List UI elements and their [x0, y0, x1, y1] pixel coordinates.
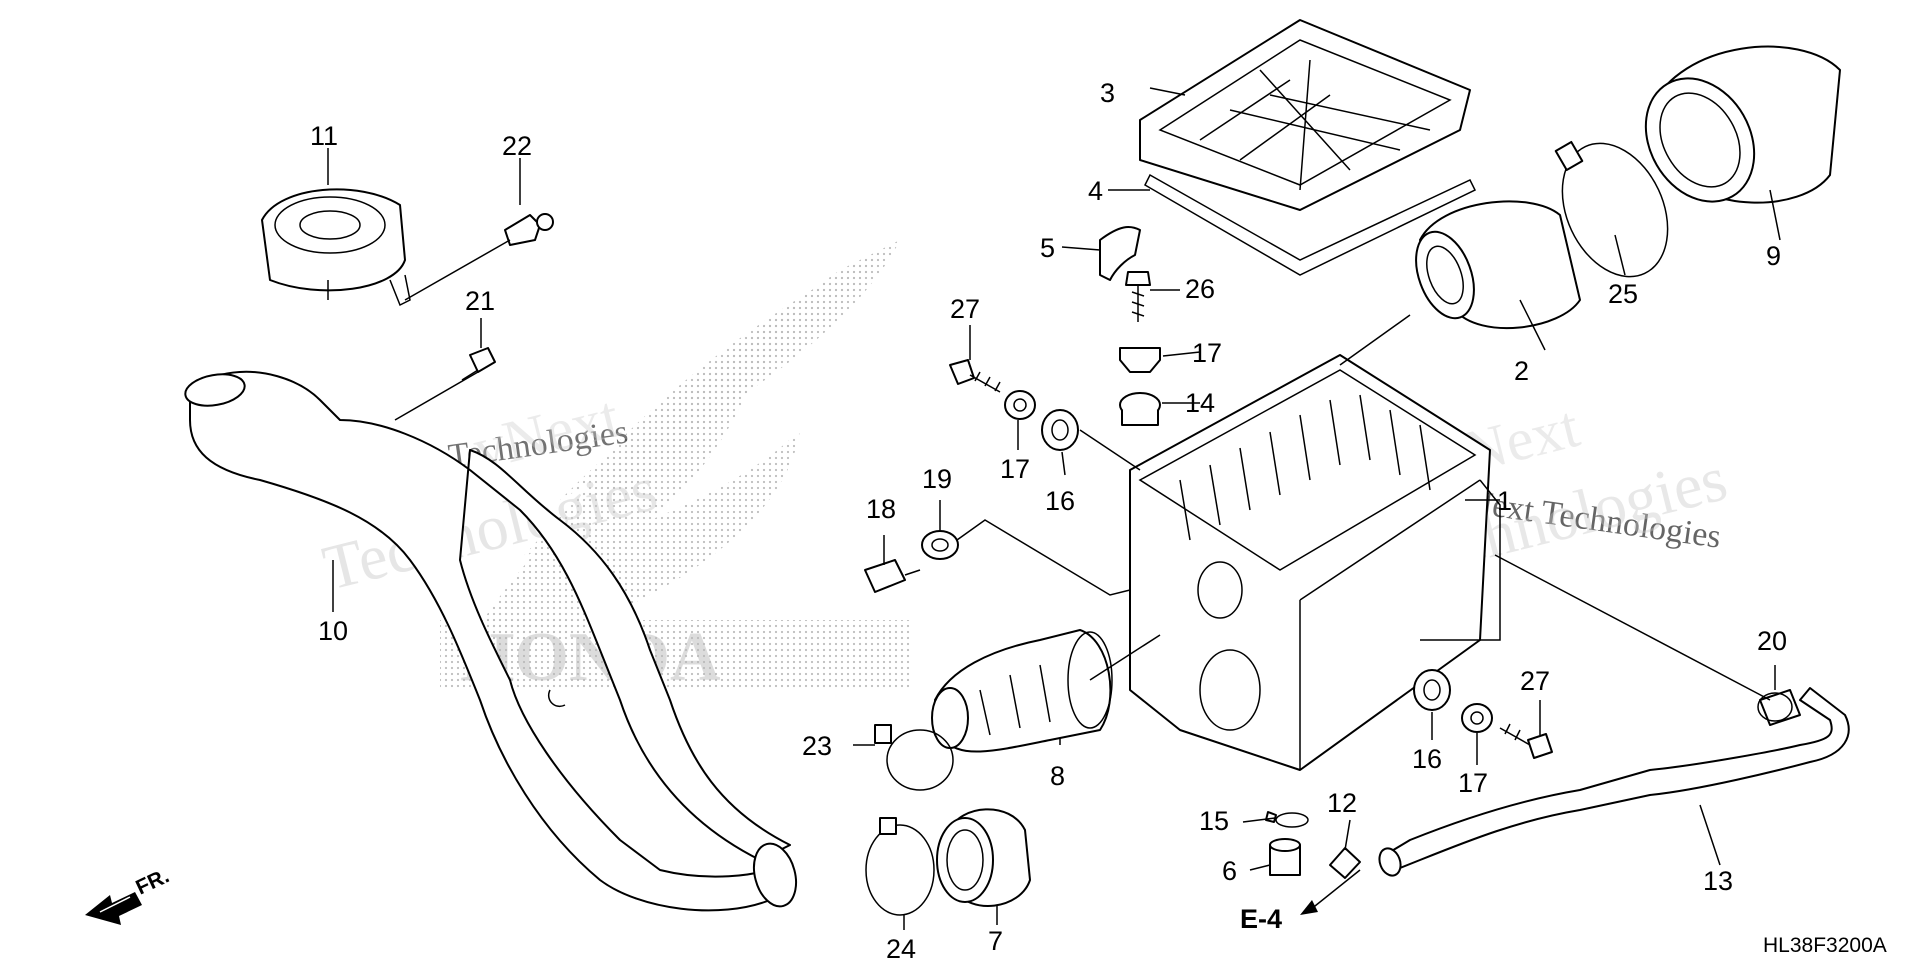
section-reference: E-4 — [1240, 904, 1282, 934]
part-sensor-18 — [864, 559, 921, 593]
leader-lines — [327, 87, 1781, 930]
callout-9: 9 — [1766, 241, 1781, 271]
callout-17-top: 17 — [1192, 338, 1222, 368]
part-band-23 — [874, 724, 954, 791]
callout-17-mid: 17 — [1000, 454, 1030, 484]
callout-27-upper: 27 — [950, 294, 980, 324]
honda-wing-watermark — [440, 240, 910, 690]
part-connecting-tube — [931, 629, 1113, 753]
callout-5: 5 — [1040, 233, 1055, 263]
callout-2: 2 — [1514, 356, 1529, 386]
callout-3: 3 — [1100, 78, 1115, 108]
callout-4: 4 — [1088, 176, 1103, 206]
part-bolt-26 — [1125, 271, 1151, 322]
part-joint — [936, 808, 1031, 907]
callout-7: 7 — [988, 926, 1003, 956]
part-intake-duct — [184, 370, 798, 912]
part-clip-12 — [1329, 847, 1361, 879]
part-collar-17-top — [1119, 347, 1161, 373]
part-drain-tube — [1378, 687, 1850, 877]
part-resonator-cap — [261, 188, 411, 307]
part-air-cleaner-cover — [1139, 19, 1471, 211]
part-drain-cap-6 — [1269, 838, 1301, 876]
callout-14: 14 — [1185, 388, 1215, 418]
callout-6: 6 — [1222, 856, 1237, 886]
callout-25: 25 — [1608, 279, 1638, 309]
callout-20: 20 — [1757, 626, 1787, 656]
callout-19: 19 — [922, 464, 952, 494]
part-grommet-14 — [1119, 392, 1161, 426]
part-clip-22 — [504, 213, 554, 246]
front-direction-label: FR. — [132, 864, 172, 899]
callout-26: 26 — [1185, 274, 1215, 304]
part-clip — [1099, 226, 1141, 281]
callout-8: 8 — [1050, 761, 1065, 791]
callout-10: 10 — [318, 616, 348, 646]
part-grommet-19 — [921, 530, 959, 560]
part-air-cleaner-case — [1129, 354, 1491, 771]
callout-27-lower: 27 — [1520, 666, 1550, 696]
part-bolt-21 — [461, 347, 496, 381]
callout-24: 24 — [886, 934, 916, 960]
front-direction-arrow: FR. — [85, 864, 173, 925]
callout-labels: 1 2 3 4 5 6 7 8 9 10 11 12 13 14 15 16 1… — [310, 78, 1787, 964]
part-filter-sleeve — [1644, 45, 1841, 204]
callout-22: 22 — [502, 131, 532, 161]
callout-11: 11 — [310, 121, 338, 151]
part-bolt-27-lower — [1499, 723, 1553, 759]
callout-1: 1 — [1497, 486, 1512, 516]
part-band-25 — [1554, 140, 1669, 278]
part-cap-20 — [1757, 689, 1801, 726]
part-grommet-16-mid — [1041, 409, 1079, 451]
callout-16-lower: 16 — [1412, 744, 1442, 774]
part-gasket — [1144, 173, 1477, 276]
part-clip-15 — [1265, 811, 1309, 828]
part-collar-17-mid — [1004, 390, 1036, 420]
callout-21: 21 — [465, 286, 495, 316]
callout-15: 15 — [1199, 806, 1229, 836]
part-grommet-16-lower — [1413, 669, 1451, 711]
part-band-24 — [865, 817, 935, 916]
callout-23: 23 — [802, 731, 832, 761]
part-collar-17-lower — [1461, 703, 1493, 733]
callout-13: 13 — [1703, 866, 1733, 896]
callout-16-mid: 16 — [1045, 486, 1075, 516]
part-bolt-27-upper — [949, 359, 1001, 393]
callout-17-lower: 17 — [1458, 768, 1488, 798]
callout-12: 12 — [1327, 788, 1357, 818]
part-element — [1415, 200, 1581, 330]
drawing-code: HL38F3200A — [1763, 934, 1887, 957]
callout-18: 18 — [866, 494, 896, 524]
